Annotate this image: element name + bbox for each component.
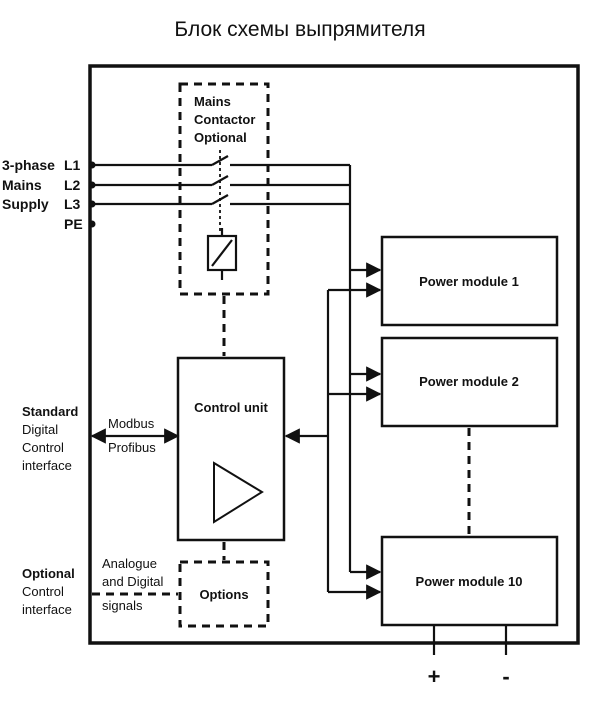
phase-bus	[348, 165, 382, 580]
contactor-label-1: Mains	[194, 94, 231, 109]
power-module-2-box	[380, 336, 559, 428]
phase-label-l2: L2	[64, 177, 81, 193]
options-box	[178, 560, 270, 628]
mains-contactor-box	[178, 82, 270, 296]
phase-label-pe: PE	[64, 216, 83, 232]
mains-label-1: 3-phase	[2, 157, 55, 173]
control-unit-box	[176, 356, 286, 542]
options-label: Options	[199, 587, 248, 602]
standard-interface-label-3: Control	[22, 440, 64, 455]
page-title: Блок схемы выпрямителя	[174, 18, 426, 41]
optional-interface-label-3: interface	[22, 602, 72, 617]
contactor-label-2: Contactor	[194, 112, 255, 127]
control-bus	[284, 282, 382, 600]
power-module-1-box	[380, 235, 559, 327]
mains-terminals	[88, 161, 96, 228]
optional-interface-label-2: Control	[22, 584, 64, 599]
power-module-1-label: Power module 1	[419, 274, 519, 289]
rectifier-enclosure	[88, 64, 580, 645]
phase-lines	[92, 163, 350, 206]
phase-label-l1: L1	[64, 157, 81, 173]
control-unit-label: Control unit	[194, 400, 268, 415]
dc-minus-label: -	[502, 664, 509, 689]
amplifier-icon	[213, 461, 264, 524]
contactor-switches	[211, 150, 229, 232]
modbus-label: Modbus	[108, 416, 155, 431]
mains-label-2: Mains	[2, 177, 42, 193]
profibus-label: Profibus	[108, 440, 156, 455]
dc-output-lines	[432, 625, 508, 655]
optional-interface-label-1: Optional	[22, 566, 75, 581]
power-module-10-box	[380, 535, 559, 627]
contactor-label-3: Optional	[194, 130, 247, 145]
signals-label-1: Analogue	[102, 556, 157, 571]
signals-label-2: and Digital	[102, 574, 164, 589]
dc-plus-label: +	[428, 664, 441, 689]
phase-label-l3: L3	[64, 196, 81, 212]
mains-label-3: Supply	[2, 196, 49, 212]
power-module-10-label: Power module 10	[416, 574, 523, 589]
standard-interface-label-4: interface	[22, 458, 72, 473]
standard-interface-label-1: Standard	[22, 404, 78, 419]
standard-interface-label-2: Digital	[22, 422, 58, 437]
relay-coil-icon	[206, 228, 238, 280]
signals-label-3: signals	[102, 598, 143, 613]
power-module-2-label: Power module 2	[419, 374, 519, 389]
